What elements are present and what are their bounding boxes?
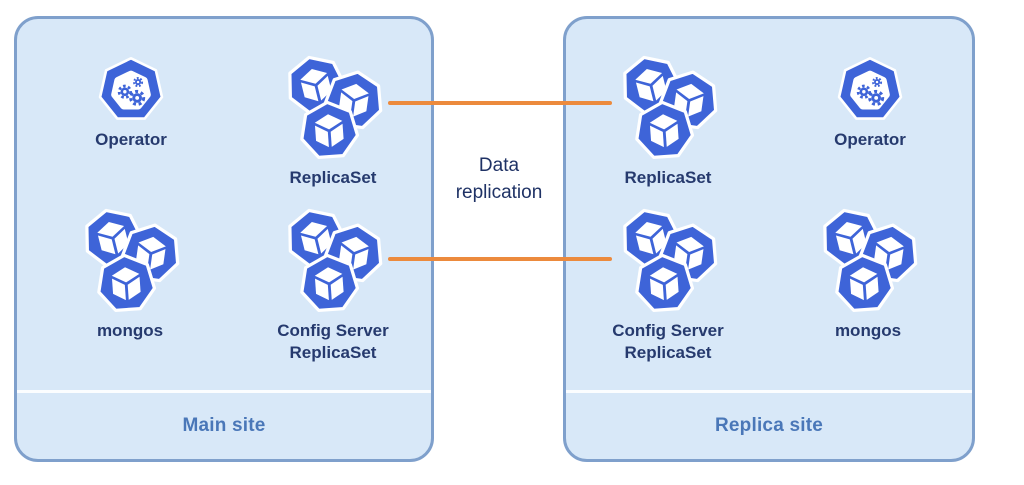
kubernetes-operator-icon: [833, 53, 907, 127]
node-config-server-replicaset-replica: Config Server ReplicaSet: [578, 202, 758, 364]
kubernetes-pods-cluster-icon: [809, 202, 927, 320]
replica-site-container: ReplicaSet Operator Config Server Replic…: [563, 16, 975, 462]
node-config-server-replicaset-main: Config Server ReplicaSet: [243, 202, 423, 364]
main-site-label: Main site: [182, 415, 266, 436]
main-site-container: Operator ReplicaSet mongos Config Server…: [14, 16, 434, 462]
node-label-mongos: mongos: [834, 321, 902, 340]
replication-line-config-server: [388, 257, 612, 261]
data-replication-label: Data replication: [455, 155, 543, 203]
node-label-operator: Operator: [834, 130, 906, 149]
kubernetes-pods-cluster-icon: [274, 49, 392, 167]
main-site-footer: Main site: [17, 390, 431, 459]
kubernetes-pods-cluster-icon: [609, 202, 727, 320]
node-label-mongos: mongos: [96, 321, 164, 340]
node-label-config-server-replicaset: Config Server ReplicaSet: [612, 321, 724, 362]
node-operator-replica: Operator: [780, 53, 960, 151]
node-replicaset-replica: ReplicaSet: [578, 49, 758, 189]
node-mongos-replica: mongos: [778, 202, 958, 342]
node-label-replicaset: ReplicaSet: [289, 168, 377, 187]
replica-site-footer: Replica site: [566, 390, 972, 459]
node-label-config-server-replicaset: Config Server ReplicaSet: [277, 321, 389, 362]
node-mongos-main: mongos: [40, 202, 220, 342]
node-label-replicaset: ReplicaSet: [624, 168, 712, 187]
node-label-operator: Operator: [95, 130, 167, 149]
kubernetes-pods-cluster-icon: [609, 49, 727, 167]
replication-line-replicaset: [388, 101, 612, 105]
replica-site-label: Replica site: [714, 415, 823, 436]
kubernetes-pods-cluster-icon: [274, 202, 392, 320]
node-operator-main: Operator: [41, 53, 221, 151]
node-replicaset-main: ReplicaSet: [243, 49, 423, 189]
kubernetes-pods-cluster-icon: [71, 202, 189, 320]
kubernetes-operator-icon: [94, 53, 168, 127]
